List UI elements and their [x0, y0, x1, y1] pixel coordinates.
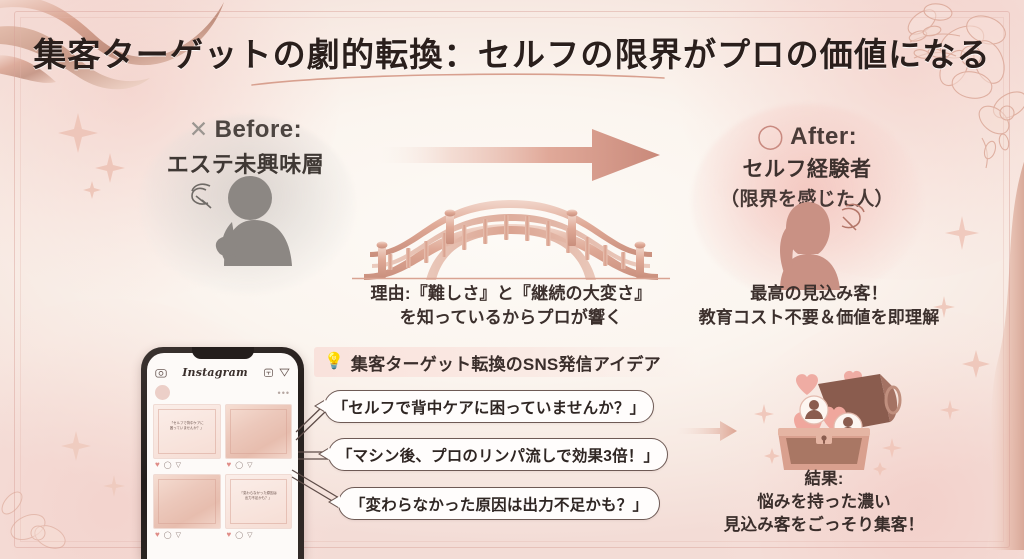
share-icon[interactable]: ▽	[175, 531, 181, 539]
reason-text: 理由:『難しさ』と『継続の大変さ』 を知っているからプロが響く	[340, 282, 682, 330]
share-icon[interactable]: ▽	[247, 531, 253, 539]
heart-icon[interactable]: ♥	[226, 530, 232, 539]
before-group: ✕Before: エステ未興味層	[118, 108, 373, 298]
bubble-tail	[320, 448, 330, 460]
circle-mark-icon: ◯	[756, 123, 785, 150]
cross-mark-icon: ✕	[188, 116, 209, 142]
pondering-person-silhouette-icon	[191, 176, 292, 266]
before-audience: エステ未興味層	[166, 152, 325, 177]
sns-idea-bubble-1[interactable]: 「セルフで背中ケアに困っていませんか？」	[316, 390, 654, 423]
before-label: Before:	[214, 116, 303, 143]
heart-icon[interactable]: ♥	[226, 460, 232, 469]
camera-icon[interactable]	[155, 367, 167, 379]
treasure-chest-with-hearts-illustration	[754, 370, 902, 476]
heart-icon[interactable]: ♥	[155, 460, 160, 469]
title-area: 集客ターゲットの劇的転換：セルフの限界がプロの価値になる	[0, 28, 1024, 76]
list-item[interactable]: 「セルフで背中ケアに困っていませんか？」 ♥ ◯ ▽	[153, 404, 221, 470]
post-actions: ♥ ◯ ▽	[225, 459, 293, 470]
list-item[interactable]: ♥ ◯ ▽	[153, 474, 221, 540]
reason-line-1: 理由:『難しさ』と『継続の大変さ』	[370, 284, 652, 303]
before-label-row: ✕Before:	[118, 116, 373, 144]
page-title: 集客ターゲットの劇的転換：セルフの限界がプロの価値になる	[33, 35, 991, 74]
reason-line-2: を知っているからプロが響く	[399, 308, 623, 328]
phone-body: Instagram •••	[141, 347, 304, 559]
bubble-tail	[316, 400, 326, 412]
post-thumbnail[interactable]: 「セルフで背中ケアに困っていませんか？」	[153, 404, 221, 459]
post-actions: ♥ ◯ ▽	[153, 529, 221, 540]
post-inner-frame	[158, 409, 216, 454]
title-underline-swoosh	[251, 73, 665, 86]
after-label: After:	[790, 123, 858, 150]
list-item[interactable]: ♥ ◯ ▽	[224, 404, 293, 470]
border-frame	[14, 11, 1010, 548]
comment-icon[interactable]: ◯	[235, 461, 244, 469]
result-line-1: 結果:	[804, 470, 844, 488]
comment-icon[interactable]: ◯	[235, 531, 244, 539]
after-caption-line-2: 教育コスト不要＆価値を即理解	[698, 308, 940, 328]
result-text: 結果: 悩みを持った濃い 見込み客をごっそり集客！	[700, 468, 948, 536]
sns-idea-bubble-3[interactable]: 「変わらなかった原因は出力不足かも？」	[330, 487, 660, 520]
woman-silhouette-icon	[780, 202, 865, 290]
post-actions: ♥ ◯ ▽	[153, 459, 221, 470]
post-caption: 「変わらなかった原因は出力不足かも？」	[239, 491, 277, 500]
post-inner-frame	[229, 479, 287, 524]
after-caption-line-1: 最高の見込み客！	[750, 284, 888, 303]
lightbulb-icon: 💡	[324, 353, 344, 370]
comment-icon[interactable]: ◯	[163, 461, 172, 469]
instagram-logo: Instagram	[182, 366, 248, 379]
sns-ideas-heading: 集客ターゲット転換のSNS発信アイデア	[350, 354, 661, 374]
phone-notch	[191, 347, 254, 359]
phone-mockup: Instagram •••	[141, 347, 304, 559]
share-icon[interactable]: ▽	[175, 461, 181, 469]
inner-border-frame	[20, 17, 1004, 542]
instagram-post-grid: 「セルフで背中ケアに困っていませんか？」 ♥ ◯ ▽ ♥	[147, 404, 298, 540]
more-options-icon[interactable]: •••	[277, 387, 290, 398]
sns-idea-bubble-1-text: 「セルフで背中ケアに困っていませんか？」	[332, 399, 646, 417]
transition-arrow-icon	[380, 129, 660, 181]
instagram-top-bar: Instagram	[147, 353, 298, 383]
result-arrow-icon	[676, 421, 737, 441]
sns-idea-bubble-3-text: 「変わらなかった原因は出力不足かも？」	[349, 496, 649, 514]
direct-message-icon[interactable]	[279, 367, 290, 378]
arched-bridge-illustration	[352, 200, 670, 280]
post-actions: ♥ ◯ ▽	[225, 529, 293, 540]
sns-idea-bubble-2-text: 「マシン後、プロのリンパ流しで効果3倍！」	[336, 447, 660, 465]
notification-bell-icon[interactable]	[263, 367, 274, 378]
post-inner-frame	[158, 479, 216, 524]
comment-icon[interactable]: ◯	[163, 531, 172, 539]
avatar[interactable]	[155, 385, 170, 400]
post-thumbnail[interactable]: 「変わらなかった原因は出力不足かも？」	[224, 474, 292, 529]
post-thumbnail[interactable]	[224, 404, 292, 459]
post-inner-frame	[229, 409, 287, 454]
list-item[interactable]: 「変わらなかった原因は出力不足かも？」 ♥ ◯ ▽	[224, 474, 293, 540]
phone-screen: Instagram •••	[147, 353, 298, 559]
after-audience: セルフ経験者	[742, 158, 872, 181]
bubble-tail	[330, 496, 340, 508]
after-caption-text: 最高の見込み客！ 教育コスト不要＆価値を即理解	[688, 282, 950, 330]
result-line-2: 悩みを持った濃い	[757, 492, 891, 511]
heart-icon[interactable]: ♥	[155, 530, 160, 539]
sns-ideas-header: 💡 集客ターゲット転換のSNS発信アイデア	[314, 347, 700, 377]
instagram-profile-row: •••	[147, 383, 298, 404]
after-label-row: ◯After:	[672, 122, 942, 151]
after-group: ◯After: セルフ経験者 （限界を感じた人）	[672, 100, 942, 300]
sns-idea-bubble-2[interactable]: 「マシン後、プロのリンパ流しで効果3倍！」	[320, 438, 668, 471]
result-line-3: 見込み客をごっそり集客！	[723, 515, 925, 534]
post-thumbnail[interactable]	[153, 474, 221, 529]
post-caption: 「セルフで背中ケアに困っていませんか？」	[169, 421, 204, 430]
share-icon[interactable]: ▽	[247, 461, 253, 469]
